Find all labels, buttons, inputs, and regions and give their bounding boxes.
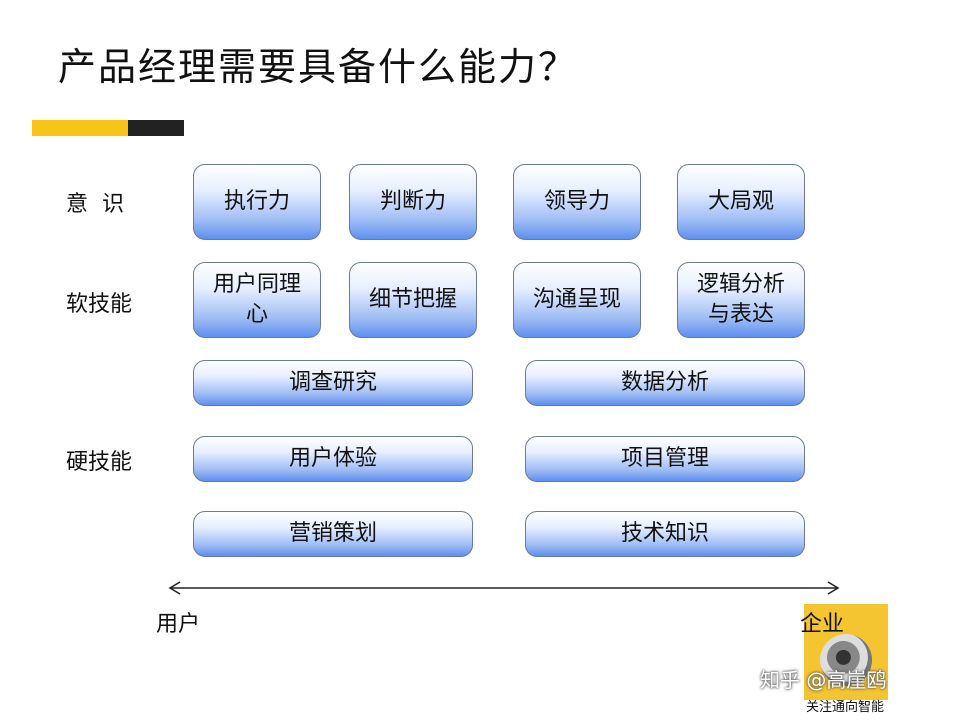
zhihu-watermark: 知乎 @高崖鸥 [760,668,887,692]
hard-skill-box: 数据分析 [525,360,805,406]
awareness-box: 执行力 [193,164,321,240]
axis-label-enterprise: 企业 [800,612,845,637]
user-enterprise-arrow [168,581,840,595]
accent-bar-yellow [32,120,128,136]
camera-lens-thumbnail [804,604,888,700]
page-title: 产品经理需要具备什么能力？ [58,45,579,89]
thumbnail-caption: 关注通向智能 [806,700,885,715]
soft-skill-box: 逻辑分析与表达 [677,262,805,338]
hard-skill-box: 营销策划 [193,511,473,557]
soft-skill-box: 用户同理心 [193,262,321,338]
hard-skill-box: 用户体验 [193,436,473,482]
row-label-hard-skills: 硬技能 [66,450,133,475]
row-label-soft-skills: 软技能 [66,292,133,317]
camera-lens-icon [820,634,872,686]
accent-bar-dark [128,120,184,136]
hard-skill-box: 项目管理 [525,436,805,482]
soft-skill-box: 细节把握 [349,262,477,338]
axis-label-user: 用户 [156,612,201,637]
hard-skill-box: 技术知识 [525,511,805,557]
awareness-box: 大局观 [677,164,805,240]
row-label-awareness: 意 识 [66,192,124,217]
awareness-box: 判断力 [349,164,477,240]
soft-skill-box: 沟通呈现 [513,262,641,338]
awareness-box: 领导力 [513,164,641,240]
hard-skill-box: 调查研究 [193,360,473,406]
